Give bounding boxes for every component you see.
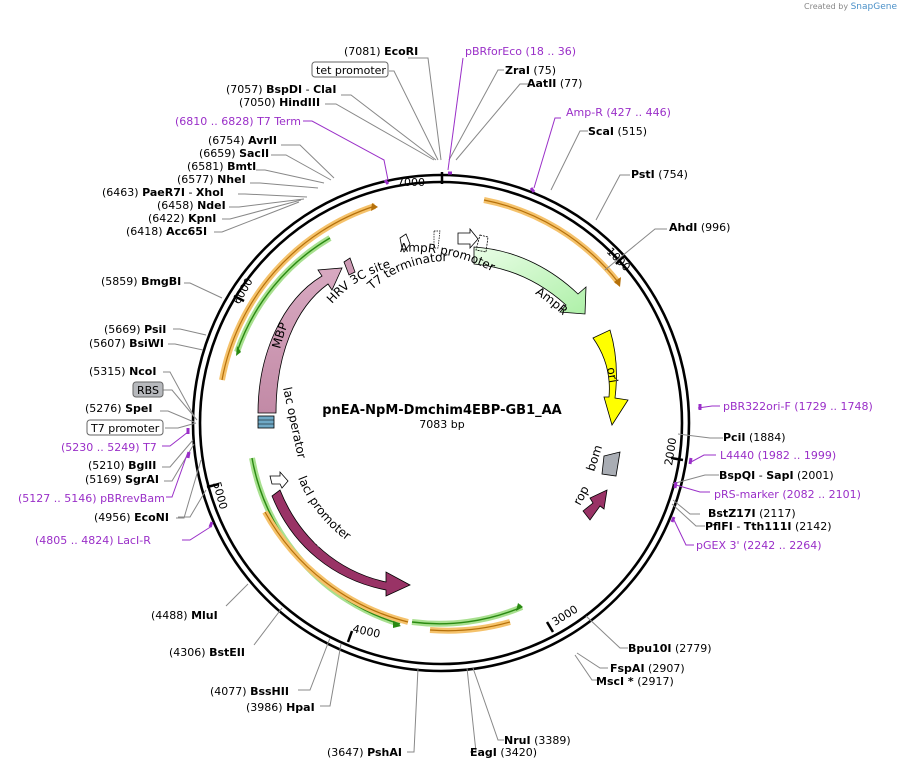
label-lac-operator: lac operator xyxy=(280,386,309,460)
primer-pbrrevbam: (5127 .. 5146) pBRrevBam xyxy=(18,492,165,505)
primer-marks xyxy=(186,171,702,528)
site-bspdi-clai: (7057) BspDI - ClaI xyxy=(226,83,336,96)
svg-text:7000: 7000 xyxy=(397,176,425,189)
site-bglii: (5210) BglII xyxy=(88,459,156,472)
site-econi: (4956) EcoNI xyxy=(94,511,169,524)
feature-laci[interactable] xyxy=(271,489,411,597)
label-rop: rop xyxy=(570,483,592,507)
rbs-box xyxy=(132,381,164,398)
feature-hrv-3c-site[interactable] xyxy=(343,257,356,276)
primer-pbrforeco: pBRforEco (18 .. 36) xyxy=(465,45,576,58)
feature-laci-promoter[interactable] xyxy=(269,470,289,489)
primer-pgex3: pGEX 3' (2242 .. 2264) xyxy=(696,539,822,552)
primer-t7-term: (6810 .. 6828) T7 Term xyxy=(175,115,301,128)
site-eagi: EagI (3420) xyxy=(470,746,537,759)
site-ndei: (6458) NdeI xyxy=(157,199,226,212)
site-paer7i-xhoi: (6463) PaeR7I - XhoI xyxy=(102,186,224,199)
primer-l4440: L4440 (1982 .. 1999) xyxy=(720,449,836,462)
snapgene-logo: SnapGene xyxy=(850,2,897,12)
site-tet-promoter: tet promoter xyxy=(316,64,386,77)
feature-ampr[interactable] xyxy=(473,246,587,315)
site-fspai: FspAI (2907) xyxy=(610,662,685,675)
svg-text:2000: 2000 xyxy=(662,437,679,467)
site-bstz17i: BstZ17I (2117) xyxy=(708,507,796,520)
site-avrii: (6754) AvrII xyxy=(208,134,277,147)
leader-lines xyxy=(160,57,723,753)
label-bom: bom xyxy=(584,443,606,473)
site-ncoi: (5315) NcoI xyxy=(89,365,156,378)
primer-prs-marker: pRS-marker (2082 .. 2101) xyxy=(714,488,861,501)
feature-mbp[interactable] xyxy=(257,267,343,414)
site-bsshii: (4077) BssHII xyxy=(210,685,289,698)
credit: Created by SnapGene xyxy=(804,2,897,12)
label-ori: ori xyxy=(604,366,620,384)
scale-ticks xyxy=(206,172,684,643)
primer-amp-r: Amp-R (427 .. 446) xyxy=(566,106,671,119)
site-aatii: AatII (77) xyxy=(527,77,582,90)
site-nhei: (6577) NheI xyxy=(177,173,246,186)
site-bsteii: (4306) BstEII xyxy=(169,646,245,659)
site-bmgbi: (5859) BmgBI xyxy=(101,275,181,288)
primer-t7: (5230 .. 5249) T7 xyxy=(61,441,157,454)
orf-arcs xyxy=(219,197,621,634)
tet-promoter-box xyxy=(311,61,389,78)
site-spei: (5276) SpeI xyxy=(85,402,152,415)
site-sacii: (6659) SacII xyxy=(199,147,269,160)
site-pcii: PciI (1884) xyxy=(723,431,786,444)
site-scai: ScaI (515) xyxy=(588,125,647,138)
svg-text:3000: 3000 xyxy=(550,603,581,629)
feature-rop[interactable] xyxy=(582,489,608,521)
feature-ori[interactable] xyxy=(592,329,629,426)
site-ahdi: AhdI (996) xyxy=(669,221,730,234)
feature-bom[interactable] xyxy=(601,451,621,477)
site-acc65i: (6418) Acc65I xyxy=(126,225,207,238)
site-labels: (7081) EcoRI tet promoter (7057) BspDI -… xyxy=(18,45,873,759)
svg-text:4000: 4000 xyxy=(351,622,381,641)
feature-t7-terminator[interactable] xyxy=(399,233,411,253)
site-bpu10i: Bpu10I (2779) xyxy=(628,642,712,655)
site-hpai: (3986) HpaI xyxy=(246,701,315,714)
site-msci: MscI * (2917) xyxy=(596,675,674,688)
site-t7-promoter: T7 promoter xyxy=(90,422,160,435)
site-hindiii: (7050) HindIII xyxy=(239,96,320,109)
t7-promoter-box xyxy=(86,419,164,436)
site-ecori: (7081) EcoRI xyxy=(344,45,418,58)
site-pflfi-tth111i: PflFI - Tth111I (2142) xyxy=(705,520,832,533)
site-sgrai: (5169) SgrAI xyxy=(85,473,159,486)
site-bmti: (6581) BmtI xyxy=(187,160,256,173)
site-mlui: (4488) MluI xyxy=(151,609,218,622)
feature-tet-promoter[interactable] xyxy=(433,230,441,249)
primer-laci-r: (4805 .. 4824) LacI-R xyxy=(35,534,151,547)
feature-lac-operator[interactable] xyxy=(257,415,275,429)
plasmid-name: pnEA-NpM-Dmchim4EBP-GB1_AA xyxy=(322,403,562,418)
primer-pbr322ori-f: pBR322ori-F (1729 .. 1748) xyxy=(723,400,873,413)
plasmid-size: 7083 bp xyxy=(419,418,464,431)
site-bspqi-sapi: BspQI - SapI (2001) xyxy=(719,469,834,482)
site-kpni: (6422) KpnI xyxy=(148,212,216,225)
feature-ampr-promoter[interactable] xyxy=(457,227,489,253)
site-nrui: NruI (3389) xyxy=(504,734,571,747)
site-psii: (5669) PsiI xyxy=(104,323,166,336)
site-pshai: (3647) PshAI xyxy=(327,746,402,759)
primer-lines xyxy=(162,57,720,546)
svg-text:5000: 5000 xyxy=(210,480,230,510)
site-psti: PstI (754) xyxy=(631,168,688,181)
site-rbs: RBS xyxy=(137,384,159,397)
site-zrai: ZraI (75) xyxy=(505,64,556,77)
site-bsiwi: (5607) BsiWI xyxy=(89,337,164,350)
